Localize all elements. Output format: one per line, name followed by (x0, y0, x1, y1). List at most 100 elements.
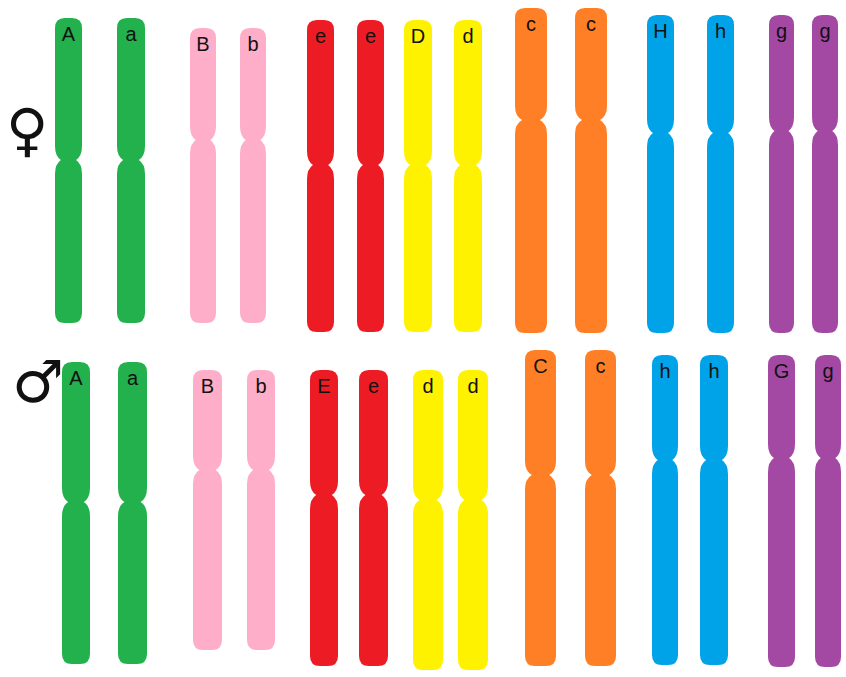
chromosome: g (769, 15, 794, 333)
chromosome-shape (525, 350, 556, 666)
chromosome: e (307, 20, 334, 332)
allele-letter: A (55, 18, 82, 45)
chromosome-shape (55, 18, 82, 323)
chromosome: b (247, 370, 275, 650)
sex-symbol: ♂ (12, 352, 64, 412)
chromosome: d (454, 20, 482, 332)
allele-letter: b (240, 28, 266, 55)
chromosome: G (768, 355, 795, 667)
chromosome: B (190, 28, 216, 323)
chromosome-shape (458, 370, 488, 670)
allele-letter: h (652, 355, 678, 382)
chromosome: d (413, 370, 443, 670)
chromosome-outline (247, 370, 275, 650)
chromosome: E (310, 370, 338, 666)
chromosome-shape (812, 15, 838, 333)
chromosome: B (193, 370, 222, 650)
chromosome-outline (62, 362, 90, 664)
chromosome-outline (815, 355, 841, 667)
chromosome-shape (193, 370, 222, 650)
chromosome-shape (515, 8, 547, 333)
chromosome: b (240, 28, 266, 323)
chromosome-outline (240, 28, 266, 323)
chromosome-outline (307, 20, 334, 332)
allele-letter: e (357, 20, 384, 47)
chromosome-shape (769, 15, 794, 333)
chromosome-shape (118, 362, 147, 664)
chromosome: A (55, 18, 82, 323)
chromosome-shape (413, 370, 443, 670)
allele-letter: h (700, 355, 728, 382)
allele-letter: D (404, 20, 432, 47)
chromosome: g (812, 15, 838, 333)
chromosome-shape (585, 350, 616, 666)
allele-letter: C (525, 350, 556, 377)
chromosome-shape (240, 28, 266, 323)
chromosome-outline (707, 15, 734, 333)
chromosome: C (525, 350, 556, 666)
allele-letter: g (812, 15, 838, 42)
chromosome-outline (812, 15, 838, 333)
chromosome-shape (190, 28, 216, 323)
chromosome-shape (307, 20, 334, 332)
chromosome-outline (310, 370, 338, 666)
chromosome-outline (652, 355, 678, 665)
chromosome: c (575, 8, 607, 333)
chromosome-shape (700, 355, 728, 665)
allele-letter: c (515, 8, 547, 35)
chromosome-outline (357, 20, 384, 332)
chromosome: H (647, 15, 674, 333)
chromosome-shape (247, 370, 275, 650)
chromosome-outline (700, 355, 728, 665)
allele-letter: E (310, 370, 338, 397)
chromosome-shape (310, 370, 338, 666)
chromosome-shape (575, 8, 607, 333)
chromosome-outline (575, 8, 607, 333)
chromosome-outline (454, 20, 482, 332)
chromosome-shape (815, 355, 841, 667)
allele-letter: d (413, 370, 443, 397)
allele-letter: g (769, 15, 794, 42)
chromosome-outline (404, 20, 432, 332)
chromosome-shape (647, 15, 674, 333)
chromosome-outline (413, 370, 443, 670)
allele-letter: A (62, 362, 90, 389)
chromosome-outline (190, 28, 216, 323)
chromosome-outline (515, 8, 547, 333)
chromosome-outline (55, 18, 82, 323)
chromosome: D (404, 20, 432, 332)
chromosome-shape (652, 355, 678, 665)
chromosome-shape (359, 370, 388, 666)
chromosome-outline (117, 18, 145, 323)
chromosome-shape (768, 355, 795, 667)
chromosome: c (515, 8, 547, 333)
chromosome-shape (62, 362, 90, 664)
chromosome-shape (357, 20, 384, 332)
chromosome: a (118, 362, 147, 664)
chromosome: h (652, 355, 678, 665)
chromosome: a (117, 18, 145, 323)
allele-letter: H (647, 15, 674, 42)
allele-letter: c (585, 350, 616, 377)
chromosome: A (62, 362, 90, 664)
chromosome-outline (768, 355, 795, 667)
chromosome-outline (647, 15, 674, 333)
chromosome: g (815, 355, 841, 667)
allele-letter: g (815, 355, 841, 382)
chromosome-shape (404, 20, 432, 332)
chromosome-outline (585, 350, 616, 666)
allele-letter: a (117, 18, 145, 45)
chromosome: d (458, 370, 488, 670)
chromosome-shape (707, 15, 734, 333)
chromosome-outline (769, 15, 794, 333)
chromosome-shape (454, 20, 482, 332)
chromosome-outline (193, 370, 222, 650)
allele-letter: G (768, 355, 795, 382)
chromosome: h (707, 15, 734, 333)
chromosome-outline (359, 370, 388, 666)
chromosome-outline (118, 362, 147, 664)
chromosome: e (357, 20, 384, 332)
allele-letter: e (359, 370, 388, 397)
chromosome-outline (525, 350, 556, 666)
allele-letter: a (118, 362, 147, 389)
